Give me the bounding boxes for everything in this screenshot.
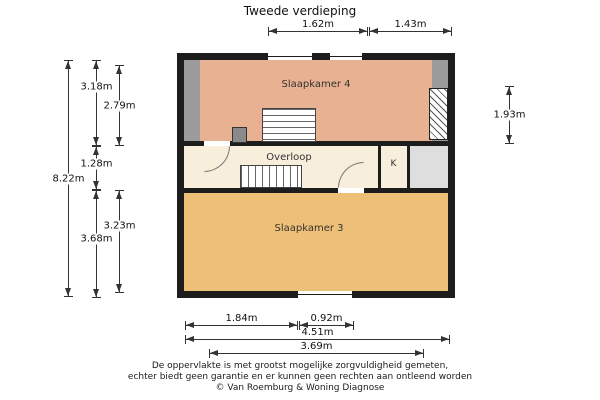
- footer-copyright: © Van Roemburg & Woning Diagnose: [215, 383, 385, 393]
- dim-label: 1.93m: [491, 109, 528, 121]
- chimney-block: [232, 127, 247, 143]
- dim-left-top-outer: 3.18m: [78, 60, 115, 146]
- dim-top-right: 1.43m: [369, 19, 452, 36]
- dim-label: 2.79m: [101, 100, 138, 111]
- closet-wall-left: [378, 146, 381, 188]
- dim-label: 3.69m: [300, 341, 333, 352]
- room-slaapkamer-4: [184, 60, 448, 141]
- door-opening-1: [204, 141, 230, 146]
- dim-label: 3.23m: [101, 220, 138, 232]
- window-top-1: [268, 53, 312, 60]
- dim-label: 1.43m: [394, 19, 427, 30]
- sloped-zone-right: [410, 146, 448, 188]
- dim-bottom-total: 4.51m: [185, 327, 450, 344]
- door-opening-2: [338, 188, 364, 193]
- room-label-slaapkamer-4: Slaapkamer 4: [281, 79, 351, 90]
- dim-left-middle: 1.28m: [78, 146, 115, 190]
- dim-right: 1.93m: [491, 86, 528, 144]
- wall-slaapkamer4-overloop: [184, 141, 448, 146]
- footer-disclaimer: De oppervlakte is met grootst mogelijke …: [0, 361, 600, 394]
- wall-overloop-slaapkamer3: [184, 188, 448, 193]
- dim-left-bottom-outer: 3.68m: [78, 190, 115, 298]
- dim-left-bottom-inner: 3.23m: [101, 190, 138, 293]
- staircase: [240, 165, 302, 188]
- dim-bottom-window: 0.92m: [299, 313, 354, 330]
- dim-label: 3.18m: [78, 81, 115, 93]
- room-label-slaapkamer-3: Slaapkamer 3: [274, 223, 344, 234]
- floorplan: Slaapkamer 4 Overloop Slaapkamer 3 K: [177, 53, 455, 298]
- window-top-2: [330, 53, 362, 60]
- footer-line-2: echter biedt geen garantie en er kunnen …: [127, 372, 473, 382]
- footer-line-1: De oppervlakte is met grootst mogelijke …: [151, 361, 449, 371]
- dim-label: 1.28m: [78, 158, 115, 170]
- dim-left-top-inner: 2.79m: [101, 65, 138, 146]
- shaft-hatched: [429, 88, 448, 140]
- dim-label: 4.51m: [301, 327, 334, 338]
- room-slaapkamer-3: [184, 193, 448, 291]
- sloped-roof-left: [184, 60, 200, 141]
- dim-label: 1.84m: [225, 313, 258, 324]
- dim-top-left: 1.62m: [268, 19, 368, 36]
- dim-bottom-inner: 3.69m: [209, 341, 424, 358]
- closet-wall-right: [407, 146, 410, 188]
- dim-label: 8.22m: [50, 173, 87, 184]
- dim-bottom-left: 1.84m: [185, 313, 298, 330]
- stair-opening: [262, 108, 316, 142]
- dim-left-total: 8.22m: [50, 60, 87, 297]
- page-title: Tweede verdieping: [243, 4, 357, 18]
- dim-label: 0.92m: [310, 313, 343, 324]
- room-label-overloop: Overloop: [266, 152, 312, 163]
- dim-label: 1.62m: [301, 19, 335, 30]
- window-bottom: [298, 291, 352, 298]
- room-label-closet: K: [390, 159, 397, 169]
- dim-label: 3.68m: [78, 233, 115, 245]
